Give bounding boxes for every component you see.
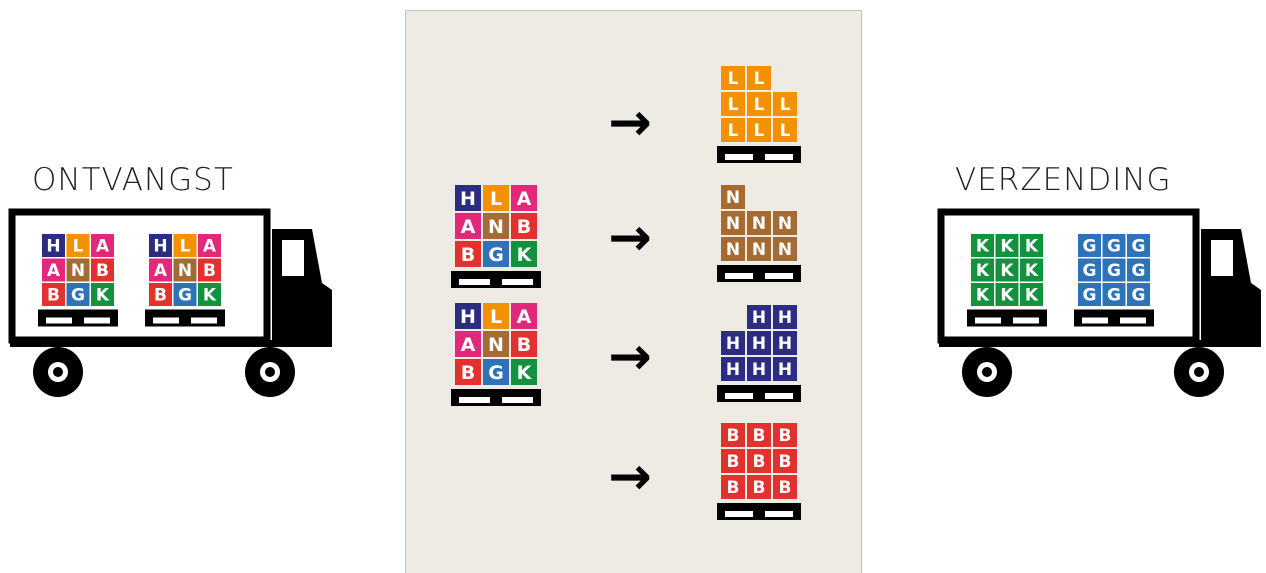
box-letter: B (753, 478, 766, 498)
box-letter: B (727, 426, 740, 446)
pallet-base (717, 385, 801, 402)
pallet-base (717, 265, 801, 282)
box-letter: H (778, 360, 792, 380)
box-letter: G (488, 362, 504, 384)
box-letter: B (753, 426, 766, 446)
box-letter: L (780, 121, 791, 141)
box-letter: H (778, 334, 792, 354)
arrow-icon: → (608, 93, 652, 153)
arrow-icon: → (608, 447, 652, 507)
box-letter: H (460, 306, 476, 328)
box-letter: N (488, 334, 504, 356)
box-letter: B (517, 334, 531, 356)
pallet-base (717, 146, 801, 163)
box-letter: B (461, 244, 475, 266)
shipping-label: VERZENDING (955, 162, 1172, 198)
box-letter: N (778, 240, 792, 260)
mixed-pallet-2: HLA ANB BGK (451, 303, 541, 406)
box-letter: N (752, 240, 766, 260)
box-letter: B (779, 452, 792, 472)
arrow-icon: → (608, 327, 652, 387)
box-letter: L (754, 95, 765, 115)
pallet-base (451, 389, 541, 406)
box-letter: K (517, 362, 533, 384)
sorted-pallet: NNNNNNN (717, 185, 801, 282)
box-letter: L (728, 69, 739, 89)
box-letter: G (488, 244, 504, 266)
box-letter: L (754, 121, 765, 141)
box-letter: H (752, 308, 766, 328)
box-letter: N (778, 214, 792, 234)
box-letter: A (517, 306, 532, 328)
box-letter: N (752, 214, 766, 234)
box-letter: B (779, 426, 792, 446)
box-letter: L (780, 95, 791, 115)
box-letter: B (727, 478, 740, 498)
box-letter: A (461, 216, 476, 238)
box-letter: B (727, 452, 740, 472)
box-letter: K (517, 244, 533, 266)
box-letter: N (726, 214, 740, 234)
box-letter: A (517, 188, 532, 210)
box-letter: N (488, 216, 504, 238)
box-letter: L (490, 188, 502, 210)
box-letter: L (754, 69, 765, 89)
arrow-icon: → (608, 208, 652, 268)
box-letter: B (517, 216, 531, 238)
box-letter: H (752, 334, 766, 354)
pallet-base (717, 503, 801, 520)
box-letter: L (490, 306, 502, 328)
box-letter: H (726, 334, 740, 354)
box-letter: B (461, 362, 475, 384)
box-letter: N (726, 240, 740, 260)
pallet-base (451, 271, 541, 288)
box-letter: H (752, 360, 766, 380)
box-letter: L (728, 95, 739, 115)
box-letter: N (726, 188, 740, 208)
box-letter: H (778, 308, 792, 328)
box-letter: B (753, 452, 766, 472)
box-letter: L (728, 121, 739, 141)
box-letter: H (460, 188, 476, 210)
box-letter: A (461, 334, 476, 356)
box-letter: B (779, 478, 792, 498)
box-letter: H (726, 360, 740, 380)
